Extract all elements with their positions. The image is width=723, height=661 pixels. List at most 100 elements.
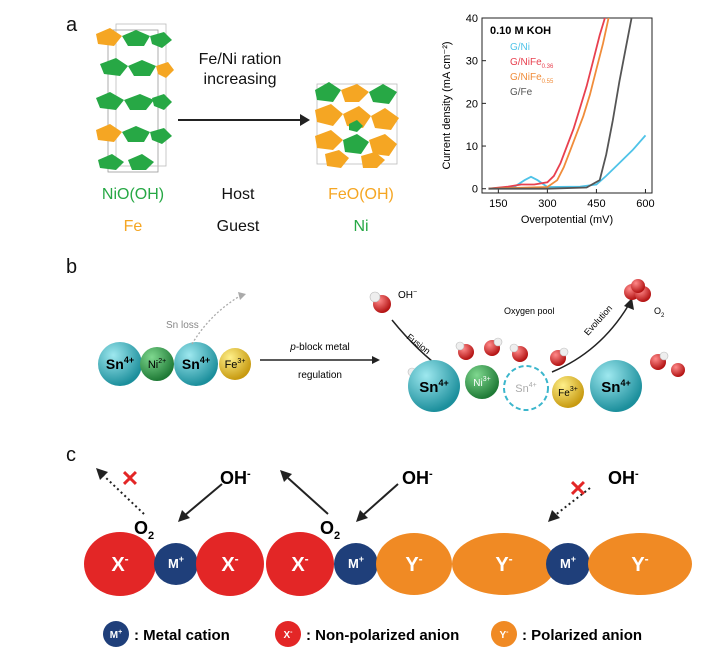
o2-label-2: O2 [320, 518, 340, 542]
guest-label: Guest [216, 218, 260, 235]
panel-b-letter: b [66, 256, 78, 278]
ratio-arrow [178, 114, 310, 126]
sn-ion-3-label: Sn4+ [419, 378, 448, 396]
legend-text-1: : Non-polarized anion [306, 627, 459, 644]
ion-label-1-2: Y- [405, 552, 422, 576]
ion-label-0-2: X- [221, 552, 238, 576]
chart-title: 0.10 M KOH [490, 25, 551, 37]
ion-x-0-2 [196, 532, 264, 596]
legend-entry-2: G/NiFe0.55 [510, 72, 554, 85]
arrow-text-line-2: increasing [203, 71, 277, 88]
series-line-2 [488, 18, 610, 190]
fe-ion-1-label: Fe3+ [225, 358, 246, 371]
ion-x-0-0 [84, 532, 156, 596]
fe-ion-2 [552, 376, 584, 408]
legend-swatch-0 [103, 621, 129, 647]
ion-label-0-1: M+ [168, 554, 184, 571]
x-tick-label: 600 [636, 198, 654, 210]
ni-ion-1 [140, 347, 174, 381]
o2-label: O2 [654, 306, 665, 319]
fe-ion-2-label: Fe3+ [558, 386, 578, 399]
ion-x-1-0 [266, 532, 334, 596]
host-label: Host [221, 186, 255, 203]
sn-vacancy [503, 365, 549, 411]
nioooh-label: NiO(OH) [78, 186, 188, 204]
panel-c-letter: c [66, 444, 76, 466]
ni-ion-2 [465, 365, 499, 399]
legend-symbol-2: Y- [499, 629, 509, 641]
x-tick-label: 300 [538, 198, 556, 210]
ion-m-1-1 [334, 543, 378, 585]
series-line-1 [488, 18, 606, 190]
series-line-3 [488, 18, 633, 190]
legend-entry-3: G/Fe [510, 87, 533, 98]
sn-ion-2 [174, 342, 218, 386]
y-tick-label: 20 [466, 98, 478, 110]
oh-label-2: OH- [402, 468, 433, 488]
sn-loss-label: Sn loss [166, 320, 199, 331]
ion-label-1-0: X- [291, 552, 308, 576]
ion-label-2-0: Y- [495, 552, 512, 576]
ion-y-1-2 [376, 533, 452, 595]
feooh-label: FeO(OH) [306, 186, 416, 204]
sn-ion-4-label: Sn4+ [601, 378, 630, 396]
y-tick-label: 30 [466, 56, 478, 68]
nioooh-text: NiO(OH) [101, 186, 165, 203]
legend-text-0: : Metal cation [134, 627, 230, 644]
blocked-o2-arrow-1 [103, 475, 145, 515]
chart-frame [481, 17, 653, 194]
o2-arrow-2 [287, 477, 329, 515]
feooh-structure [315, 82, 399, 168]
oh-arrow-2 [361, 483, 399, 517]
ratio-arrow-text: Fe/Ni ration increasing [172, 50, 308, 90]
panel-b-scheme: Sn4+ Ni2+ Sn4+ Fe3+ Sn loss p-block meta… [98, 279, 685, 412]
y-tick-label: 0 [472, 184, 478, 196]
oh-label-1: OH- [220, 468, 251, 488]
legend-symbol-0: M+ [110, 629, 122, 641]
x-axis-label: Overpotential (mV) [521, 214, 613, 226]
fe-ion-1 [219, 348, 251, 380]
legend-entry-1: G/NiFe0.36 [510, 57, 554, 70]
y-axis-label: Current density (mA cm⁻²) [441, 41, 453, 169]
legend-swatch-2 [491, 621, 517, 647]
legend-symbol-1: X- [283, 629, 293, 641]
o2-molecule [624, 279, 651, 302]
cross-icon-1: ✕ [121, 466, 139, 491]
ni-text: Ni [353, 218, 369, 235]
x-tick-label: 150 [489, 198, 507, 210]
ni-ion-2-label: Ni3+ [473, 376, 490, 389]
ion-label-0-0: X- [111, 552, 128, 576]
sn-ion-2-label: Sn4+ [182, 355, 210, 372]
nioooh-structure [96, 23, 174, 173]
ion-row: X-M+X-X-M+Y-Y-M+Y- [84, 532, 692, 596]
sn-loss-arrow [191, 295, 241, 345]
evolution-arrow [551, 305, 629, 373]
oh-label-3: OH- [608, 468, 639, 488]
panel-c-scheme: ✕ O2 OH- O2 OH- ✕ OH- X-M+X-X-M+Y-Y-M+Y-… [84, 466, 692, 647]
y-tick-label: 40 [466, 13, 478, 25]
fusion-label: Fusion [405, 332, 432, 357]
sn-ion-1 [98, 342, 142, 386]
arrow-text-line-1: Fe/Ni ration [198, 51, 282, 68]
legend-swatch-1 [275, 621, 301, 647]
ion-m-2-1 [546, 543, 590, 585]
panel-c-legend: M+ : Metal cation X- : Non-polarized anion Y… [103, 621, 642, 647]
ion-label-2-1: M+ [560, 554, 576, 571]
pblock-label: p-block metal [289, 342, 349, 353]
ni-ion-1-label: Ni2+ [148, 358, 166, 371]
legend-entry-0: G/Ni [510, 42, 530, 53]
chart-legend: 0.10 M KOH G/NiG/NiFe0.36G/NiFe0.55G/Fe [490, 25, 554, 98]
ion-label-2-2: Y- [631, 552, 648, 576]
ion-y-2-2 [588, 533, 692, 595]
ni-guest-label: Ni [306, 218, 416, 236]
oh-arrow-1 [183, 483, 223, 517]
sn-ion-1-label: Sn4+ [106, 355, 134, 372]
fe-guest-label: Fe [78, 218, 188, 236]
x-tick-label: 450 [587, 198, 605, 210]
regulation-label: regulation [298, 370, 342, 381]
feooh-text: FeO(OH) [328, 186, 394, 203]
y-tick-label: 10 [466, 141, 478, 153]
sn-vacancy-label: Sn4+ [515, 382, 536, 395]
